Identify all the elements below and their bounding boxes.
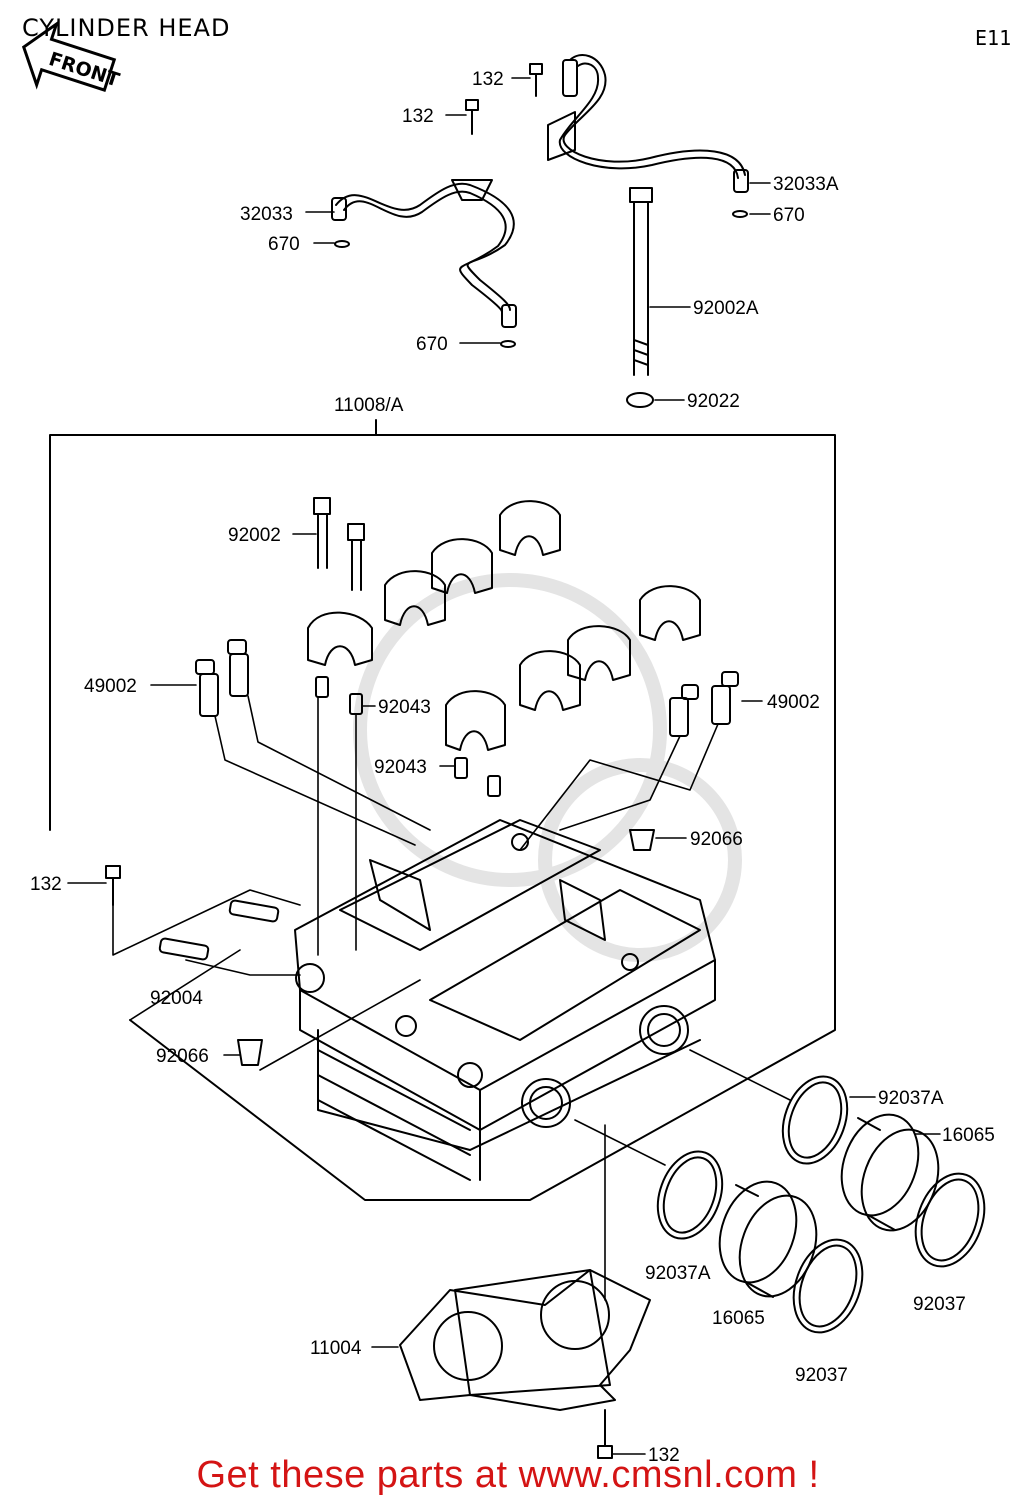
label-670-a: 670: [268, 234, 300, 255]
plug-92066-upper: [629, 829, 655, 851]
label-92037-left: 92037: [795, 1365, 848, 1386]
label-92037-right: 92037: [913, 1294, 966, 1315]
label-132-bottom: 132: [648, 1445, 680, 1466]
stud-bolt-92002a: [629, 187, 653, 376]
label-132-top-b: 132: [402, 106, 434, 127]
oil-pipe-left: [331, 179, 517, 328]
label-16065-right: 16065: [942, 1125, 995, 1146]
label-92066-upper: 92066: [690, 829, 743, 850]
stud-92004-upper: [228, 899, 280, 923]
head-gasket-11004: [399, 1269, 651, 1411]
carburetor-holder-16065-right: [840, 1113, 940, 1232]
camshaft-cap: [431, 538, 493, 594]
camshaft-cap: [567, 625, 631, 681]
page-title: CYLINDER HEAD: [22, 14, 231, 42]
camshaft-cap: [384, 570, 446, 626]
washer-92022: [626, 392, 654, 408]
label-92066-lower: 92066: [156, 1046, 209, 1067]
bolt-92002-a: [313, 497, 331, 569]
camshaft-cap: [519, 650, 581, 711]
valve-tappet-49002: [195, 659, 219, 717]
label-132-left: 132: [30, 874, 62, 895]
stud-92004-lower: [158, 937, 210, 961]
valve-tappet-49002: [669, 684, 699, 737]
footer-link-text[interactable]: Get these parts at www.cmsnl.com !: [196, 1454, 820, 1496]
cylinder-head: [294, 819, 716, 1181]
bolt-132-top-a: [529, 63, 543, 97]
clamp-92037-right: [914, 1172, 986, 1268]
label-11008a: 11008/A: [334, 395, 404, 416]
label-92002a: 92002A: [693, 298, 759, 319]
label-670-b: 670: [773, 205, 805, 226]
valve-tappet-49002: [227, 639, 249, 697]
bolt-132-top-b: [465, 99, 479, 135]
label-670-c: 670: [416, 334, 448, 355]
label-32033a: 32033A: [773, 174, 839, 195]
valve-tappet-49002: [711, 671, 739, 725]
o-ring-670-a: [334, 240, 350, 248]
clamp-92037-left: [792, 1238, 864, 1334]
oil-pipe-right: [547, 54, 749, 193]
diagram-code: E11: [975, 26, 1012, 50]
clamp-92037a-left: [656, 1150, 724, 1240]
label-92043-upper: 92043: [378, 697, 431, 718]
watermark-logo: [353, 573, 742, 962]
label-92022: 92022: [687, 391, 740, 412]
o-ring-670-b: [732, 210, 748, 218]
label-92004: 92004: [150, 988, 203, 1009]
plug-92066-lower: [237, 1039, 263, 1066]
clamp-92037a-right: [781, 1075, 849, 1165]
carburetor-holder-16065-left: [718, 1180, 818, 1298]
bolt-92002-b: [347, 523, 365, 591]
dowel-pin-92043: [315, 676, 329, 698]
assembly-bracket-11008a: [49, 434, 836, 1201]
label-49002-right: 49002: [767, 692, 820, 713]
label-16065-left: 16065: [712, 1308, 765, 1329]
o-ring-670-c: [500, 340, 516, 348]
bolt-132-left: [105, 865, 121, 906]
dowel-pin-92043: [487, 775, 501, 797]
label-92043-lower: 92043: [374, 757, 427, 778]
camshaft-cap: [307, 611, 373, 666]
camshaft-cap: [499, 500, 561, 556]
label-92037a-right: 92037A: [878, 1088, 944, 1109]
dowel-pin-92043: [454, 757, 468, 779]
label-92037a-left: 92037A: [645, 1263, 711, 1284]
label-11004: 11004: [310, 1338, 362, 1359]
label-132-top-a: 132: [472, 69, 504, 90]
label-32033: 32033: [240, 204, 293, 225]
bolt-132-bottom: [597, 1409, 613, 1459]
leader-lines: [67, 77, 941, 1455]
camshaft-cap: [445, 690, 506, 751]
label-49002-left: 49002: [84, 676, 137, 697]
label-92002: 92002: [228, 525, 281, 546]
camshaft-cap: [639, 585, 701, 641]
